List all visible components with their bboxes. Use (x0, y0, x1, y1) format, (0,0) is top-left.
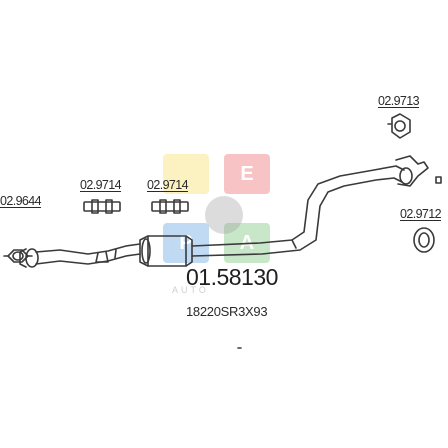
watermark-letter-a: A (239, 231, 255, 254)
watermark-center-circle (205, 196, 243, 234)
watermark-tile-yellow (163, 154, 209, 194)
tail-pipe (191, 165, 405, 257)
part-code-label: 02.9644 (0, 194, 42, 208)
watermark-caption: AUTO (172, 285, 209, 295)
part-code-label: 02.9714 (80, 178, 122, 192)
part-code-label: 02.9714 (147, 178, 189, 192)
oem-part-code: 18220SR3X93 (186, 304, 268, 319)
rear-outlet (395, 155, 429, 187)
watermark-tile-e: E (224, 154, 270, 194)
clamp-icon (83, 199, 121, 214)
front-pipe (35, 243, 141, 265)
main-part-code: 01.58130 (186, 264, 278, 290)
part-code-label: 02.9713 (378, 94, 420, 108)
marker-square (435, 176, 442, 184)
clamp-icon (151, 199, 189, 214)
rubber-hanger-icon (387, 113, 411, 139)
watermark-letter-e: E (240, 162, 254, 185)
silencer-body (139, 235, 193, 267)
flange-gasket-icon (3, 249, 33, 263)
part-code-label: 02.9712 (400, 207, 442, 221)
rubber-ring-icon (413, 227, 435, 253)
